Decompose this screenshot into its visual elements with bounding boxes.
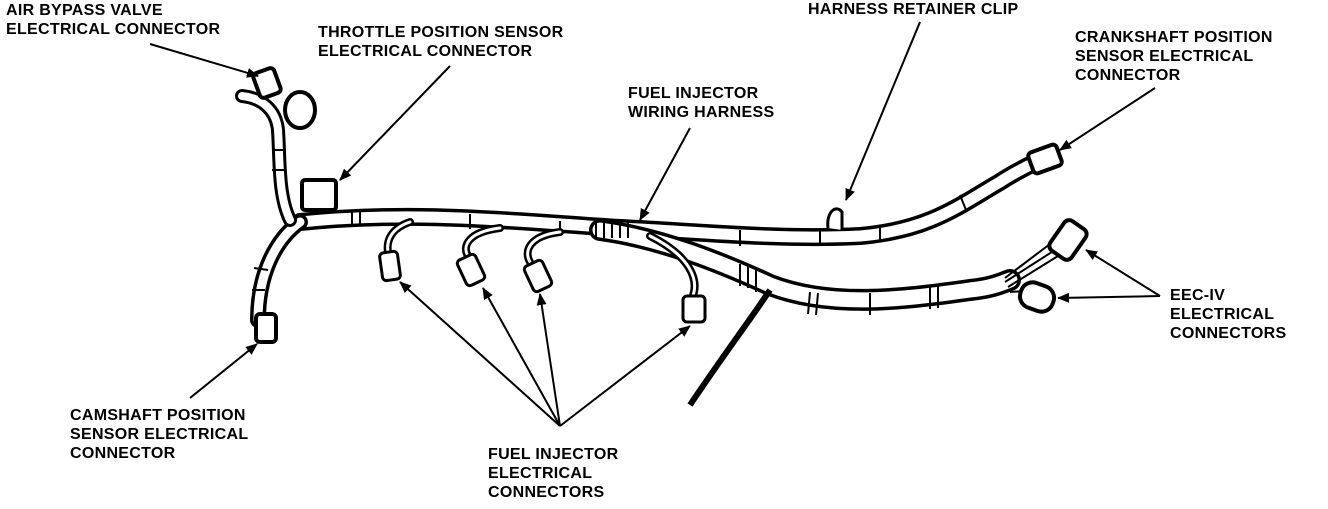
main-harness-trunk (235, 89, 1049, 328)
fuel-injector-connectors-label: FUEL INJECTOR ELECTRICAL CONNECTORS (488, 446, 619, 501)
crankshaft-connector-shape (1026, 142, 1064, 176)
throttle-position-sensor-label: THROTTLE POSITION SENSOR ELECTRICAL CONN… (318, 24, 564, 60)
camshaft-connector-shape (254, 312, 278, 344)
retainer-clip-shape (826, 207, 844, 230)
injector-connector-shapes (378, 249, 707, 324)
ground-wire (687, 288, 773, 407)
air-bypass-connector-shape (251, 66, 317, 130)
camshaft-position-sensor-label: CAMSHAFT POSITION SENSOR ELECTRICAL CONN… (70, 407, 249, 462)
eec-iv-connectors-label: EEC-IV ELECTRICAL CONNECTORS (1170, 287, 1287, 342)
fuel-injector-wiring-harness-label: FUEL INJECTOR WIRING HARNESS (628, 85, 775, 121)
harness-retainer-clip-label: HARNESS RETAINER CLIP (808, 1, 1019, 18)
crankshaft-position-sensor-label: CRANKSHAFT POSITION SENSOR ELECTRICAL CO… (1075, 29, 1273, 84)
air-bypass-valve-label: AIR BYPASS VALVE ELECTRICAL CONNECTOR (6, 2, 221, 38)
throttle-connector-shape (300, 178, 338, 212)
eec-connector-shapes (1017, 218, 1089, 314)
leader-arrows (149, 21, 1161, 427)
harness-tape-bands (252, 149, 967, 316)
